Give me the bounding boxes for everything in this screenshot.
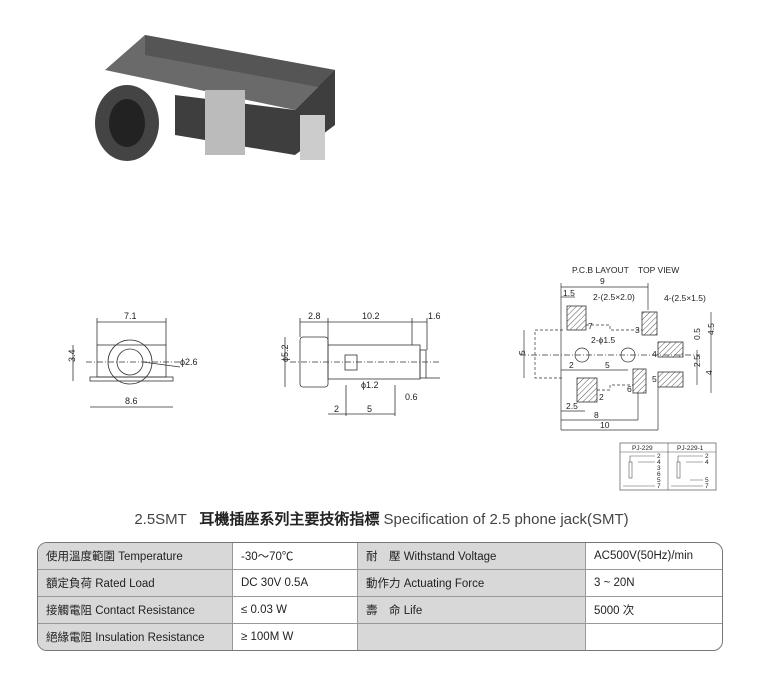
dim-label: 2.5: [566, 401, 578, 411]
spec-label: 絕緣電阻 Insulation Resistance: [38, 624, 233, 650]
dim-label: 5: [517, 350, 527, 355]
spec-label: 動作力 Actuating Force: [358, 570, 586, 597]
dim-label: 5: [367, 404, 372, 414]
dim-label: 2.5: [692, 355, 702, 367]
front-view-drawing: 7.1 3.4 ϕ2.6 8.6 2.8 10.2 1.6 ϕ5.2 ϕ1.2 …: [67, 311, 441, 416]
pin-label: 4: [705, 459, 709, 466]
dim-label: 8: [594, 410, 599, 420]
spec-value: ≤ 0.03 W: [233, 597, 358, 624]
dim-label: 2.8: [308, 311, 321, 321]
table-row: 絕緣電阻 Insulation Resistance≥ 100M W: [38, 624, 722, 650]
heading-english: Specification of 2.5 phone jack(SMT): [383, 511, 629, 528]
dim-label: ϕ2.6: [180, 357, 198, 367]
pin-label: 2: [599, 392, 604, 402]
schematic-model: PJ-229-1: [677, 445, 704, 452]
dim-label: 8.6: [125, 396, 138, 406]
spec-label: 額定負荷 Rated Load: [38, 570, 233, 597]
pin-label: 3: [635, 325, 640, 335]
pcb-title: P.C.B LAYOUT: [572, 265, 629, 275]
dim-label: 0.6: [405, 392, 418, 402]
product-photo: [95, 35, 335, 161]
dim-label: 2: [334, 404, 339, 414]
pcb-subtitle: TOP VIEW: [638, 265, 679, 275]
spec-label: [358, 624, 586, 650]
dim-label: 1.5: [563, 288, 575, 298]
spec-value: [586, 624, 722, 650]
spec-label: 壽 命 Life: [358, 597, 586, 624]
dim-label: 3.4: [67, 349, 77, 362]
dim-label: 0.5: [692, 328, 702, 340]
dim-label: 4: [704, 370, 714, 375]
schematic-model: PJ-229: [632, 445, 653, 452]
pin-label: 7: [705, 483, 709, 490]
dim-label: 4-(2.5×1.5): [664, 293, 706, 303]
pin-label: 2: [705, 453, 709, 460]
dim-label: 9: [600, 276, 605, 286]
pin-label: 4: [652, 349, 657, 359]
dim-label: 1.6: [428, 311, 441, 321]
dim-label: 10.2: [362, 311, 380, 321]
pcb-layout-drawing: P.C.B LAYOUT TOP VIEW 1.5 9 2-(2.5×2.0) …: [517, 265, 717, 491]
dim-label: 4.5: [706, 323, 716, 335]
spec-label: 接觸電阻 Contact Resistance: [38, 597, 233, 624]
spec-value: DC 30V 0.5A: [233, 570, 358, 597]
spec-value: -30～70℃: [233, 543, 358, 570]
dim-label: 10: [600, 420, 610, 430]
pin-label: 6: [627, 384, 632, 394]
spec-value: AC500V(50Hz)/min: [586, 543, 722, 570]
spec-label: 使用溫度範圍 Temperature: [38, 543, 233, 570]
pin-label: 6: [657, 471, 661, 478]
pin-label: 5: [652, 374, 657, 384]
dim-label: 7.1: [124, 311, 137, 321]
dim-label: 2-ϕ1.5: [591, 335, 615, 345]
pin-label: 5: [657, 477, 661, 484]
spec-value: ≥ 100M W: [233, 624, 358, 650]
dim-label: 2: [569, 360, 574, 370]
dim-label: ϕ1.2: [361, 380, 379, 390]
pin-label: 4: [657, 459, 661, 466]
pin-label: 3: [657, 465, 661, 472]
pin-label: 7: [588, 321, 593, 331]
spec-label: 耐 壓 Withstand Voltage: [358, 543, 586, 570]
spec-value: 3 ~ 20N: [586, 570, 722, 597]
spec-heading: 2.5SMT 耳機插座系列主要技術指標 Specification of 2.5…: [0, 508, 763, 529]
heading-model: 2.5SMT: [134, 511, 187, 528]
pin-label: 2: [657, 453, 661, 460]
dim-label: 2-(2.5×2.0): [593, 292, 635, 302]
spec-value: 5000 次: [586, 597, 722, 624]
dim-label: ϕ5.2: [280, 344, 290, 362]
dim-label: 5: [605, 360, 610, 370]
heading-chinese: 耳機插座系列主要技術指標: [199, 511, 380, 528]
pin-label: 7: [657, 483, 661, 490]
pin-label: 5: [705, 477, 709, 484]
